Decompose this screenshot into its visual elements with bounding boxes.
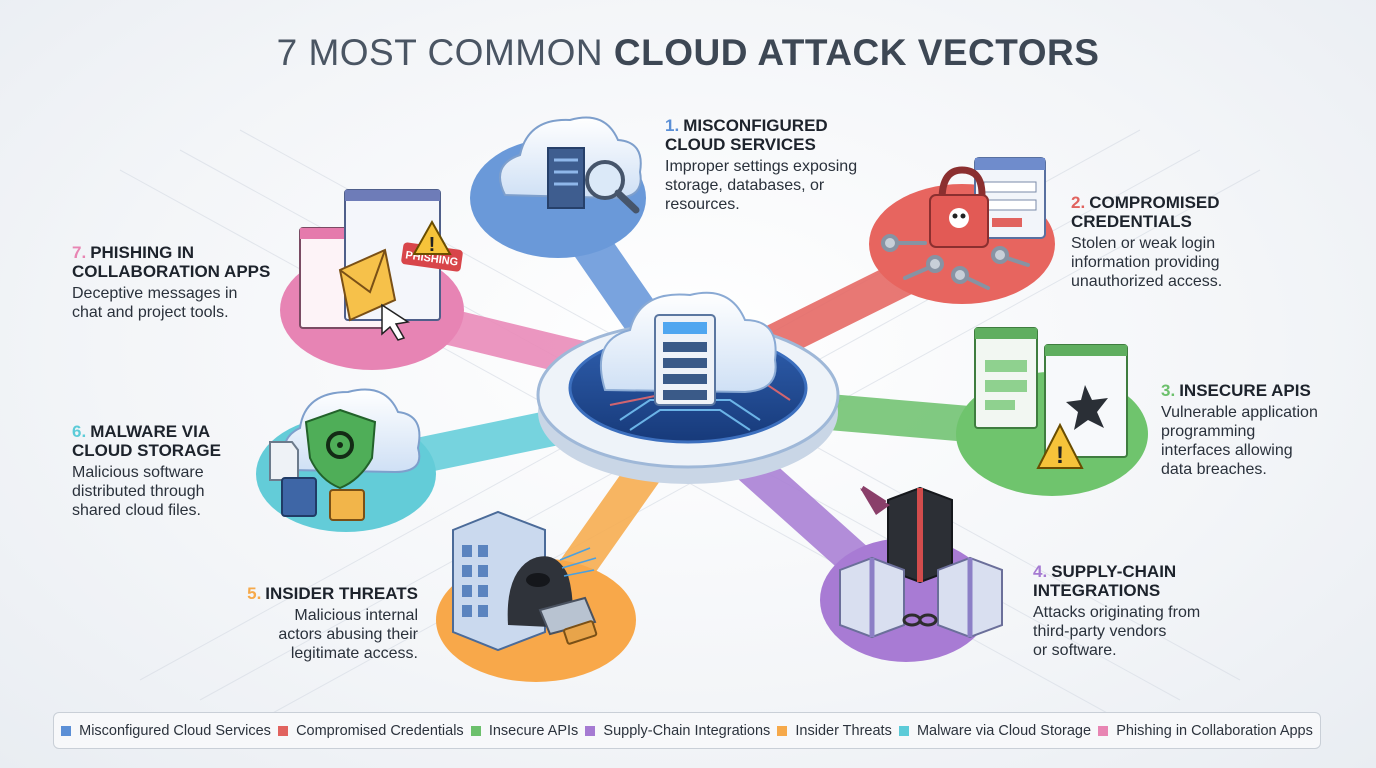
legend: Misconfigured Cloud Services Compromised… [53, 712, 1321, 749]
legend-swatch [278, 725, 289, 736]
legend-label: Compromised Credentials [296, 722, 464, 739]
legend-label: Insider Threats [795, 722, 892, 739]
vector-1-title-line1: MISCONFIGURED [683, 116, 828, 135]
legend-swatch [777, 725, 788, 736]
icon-phishing-envelope: PHISHING ! [299, 189, 463, 341]
vector-5-number: 5. [247, 584, 262, 603]
vector-2-desc: Stolen or weak login information providin… [1071, 234, 1222, 291]
central-hub [536, 291, 840, 484]
vector-2-number: 2. [1071, 193, 1086, 212]
vector-4-desc-line1: Attacks originating from [1033, 604, 1201, 621]
legend-item-credentials: Compromised Credentials [278, 723, 464, 739]
page-title: 7 MOST COMMON CLOUD ATTACK VECTORS [0, 32, 1376, 74]
legend-item-misconfigured: Misconfigured Cloud Services [61, 723, 271, 739]
vector-3-desc-line1: Vulnerable application [1161, 404, 1318, 421]
vector-7-title-line2: COLLABORATION APPS [72, 262, 271, 281]
vector-4-desc: Attacks originating from third-party vend… [1033, 603, 1200, 660]
legend-swatch [585, 725, 596, 736]
vector-6-desc: Malicious software distributed through sha… [72, 463, 221, 520]
svg-text:!: ! [429, 234, 436, 256]
vector-7-desc-line2: chat and project tools. [72, 304, 229, 321]
vector-2-desc-line2: information providing [1071, 254, 1220, 271]
vector-5-title: 5.INSIDER THREATS [222, 584, 418, 603]
vector-5-desc-line1: Malicious internal [294, 607, 418, 624]
legend-label: Insecure APIs [488, 722, 579, 739]
vector-7-desc: Deceptive messages in chat and project to… [72, 284, 270, 322]
legend-label: Malware via Cloud Storage [916, 722, 1092, 739]
vector-1-title-line2: CLOUD SERVICES [665, 135, 816, 154]
vector-5-desc-line3: legitimate access. [290, 645, 418, 662]
vector-6-number: 6. [72, 422, 87, 441]
vector-7-desc-line1: Deceptive messages in [72, 285, 238, 302]
vector-7-number: 7. [72, 243, 87, 262]
vector-2-title-line1: COMPROMISED [1089, 193, 1220, 212]
vector-6-title-line2: CLOUD STORAGE [72, 441, 221, 460]
vector-4-number: 4. [1033, 562, 1048, 581]
svg-text:!: ! [1056, 442, 1064, 469]
legend-item-malware: Malware via Cloud Storage [898, 722, 1092, 739]
legend-item-supply-chain: Supply-Chain Integrations [585, 723, 770, 739]
vector-6-title-line1: MALWARE VIA [90, 422, 211, 441]
icon-padlock-keys [881, 157, 1046, 290]
vector-3-desc-line3: interfaces allowing [1161, 442, 1293, 459]
vector-2-desc-line3: unauthorized access. [1071, 273, 1223, 290]
vector-1-desc: Improper settings exposing storage, datab… [665, 157, 857, 214]
vector-4-title-line1: SUPPLY-CHAIN [1051, 562, 1177, 581]
legend-swatch [61, 725, 72, 736]
vector-4-desc-line3: or software. [1033, 642, 1117, 659]
legend-label: Supply-Chain Integrations [603, 722, 771, 739]
vector-6-desc-line2: distributed through [72, 483, 205, 500]
legend-item-phishing: Phishing in Collaboration Apps [1098, 723, 1313, 739]
vector-1-desc-line2: storage, databases, or [665, 177, 825, 194]
legend-label: Phishing in Collaboration Apps [1116, 722, 1313, 739]
title-prefix: 7 MOST COMMON [276, 32, 604, 73]
vector-1-desc-line1: Improper settings exposing [665, 158, 858, 175]
vector-5-desc: Malicious internal actors abusing their le… [222, 606, 418, 663]
legend-item-insider: Insider Threats [777, 722, 892, 739]
icon-broken-api-window: ! [974, 327, 1128, 469]
vector-3-desc: Vulnerable application programming interfa… [1161, 403, 1318, 479]
vector-5-title-line1: INSIDER THREATS [265, 584, 418, 603]
vector-3-desc-line4: data breaches. [1161, 461, 1267, 478]
vector-3-title: 3.INSECURE APIS [1161, 381, 1318, 400]
title-emphasis: CLOUD ATTACK VECTORS [613, 32, 1100, 73]
vector-3-desc-line2: programming [1161, 423, 1256, 440]
vector-3-title-line1: INSECURE APIS [1179, 381, 1311, 400]
vector-1-desc-line3: resources. [665, 196, 740, 213]
vector-3-label: 3.INSECURE APIS Vulnerable application pr… [1161, 381, 1318, 479]
vector-4-title-line2: INTEGRATIONS [1033, 581, 1161, 600]
vector-4-desc-line2: third-party vendors [1033, 623, 1167, 640]
vector-6-desc-line3: shared cloud files. [72, 502, 201, 519]
vector-5-label: 5.INSIDER THREATS Malicious internal acto… [222, 584, 418, 663]
legend-swatch [898, 725, 909, 736]
vector-5-desc-line2: actors abusing their [278, 626, 418, 643]
vector-2-title-line2: CREDENTIALS [1071, 212, 1192, 231]
vector-7-title-line1: PHISHING IN [90, 243, 195, 262]
vector-2-desc-line1: Stolen or weak login [1071, 235, 1216, 252]
icon-biohazard-cloud [269, 388, 421, 521]
icon-supply-boxes [839, 485, 1003, 639]
icon-hooded-insider [452, 510, 598, 652]
legend-swatch [470, 725, 481, 736]
vector-1-number: 1. [665, 116, 680, 135]
legend-item-apis: Insecure APIs [470, 722, 579, 739]
legend-swatch [1098, 725, 1109, 736]
legend-label: Misconfigured Cloud Services [79, 722, 271, 739]
vector-3-number: 3. [1161, 381, 1176, 400]
icon-cloud-server-magnifier [499, 116, 642, 214]
vector-6-desc-line1: Malicious software [72, 464, 204, 481]
